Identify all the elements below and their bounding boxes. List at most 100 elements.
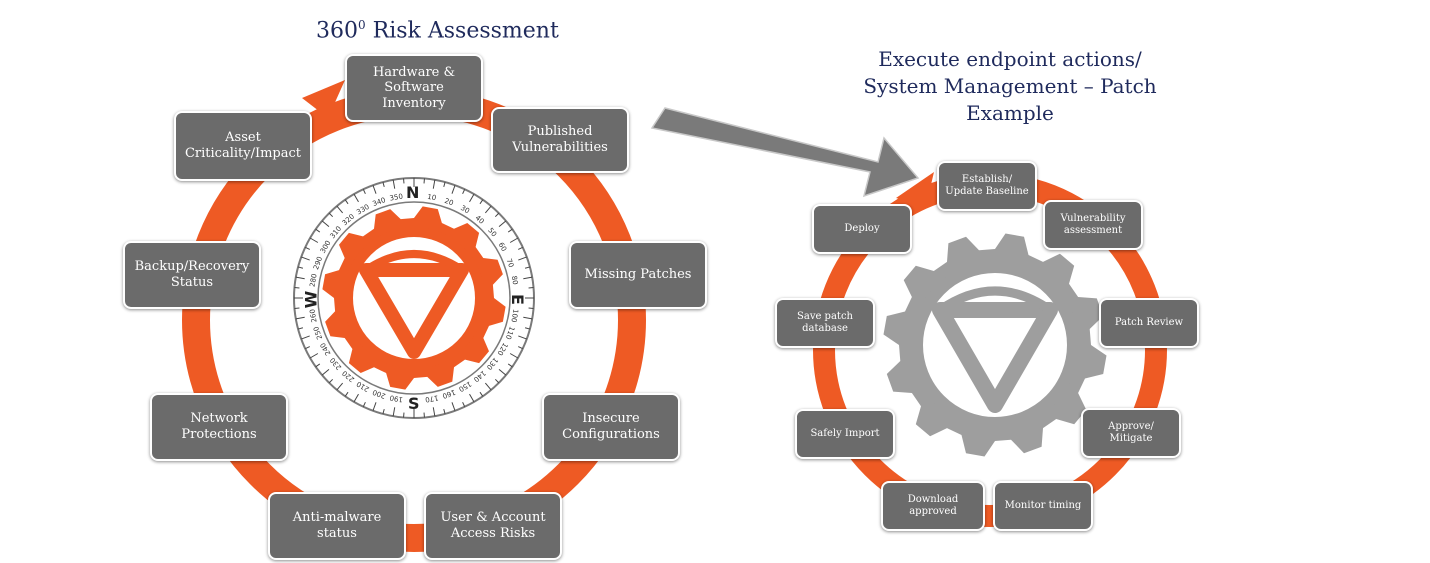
compass-tick	[518, 335, 527, 340]
right-item-approve-mitigate[interactable]: Approve/ Mitigate	[1081, 408, 1181, 458]
right-item-patch-review[interactable]: Patch Review	[1099, 298, 1199, 348]
compass-south-label: S	[408, 394, 420, 413]
right-item-monitor-timing[interactable]: Monitor timing	[993, 481, 1093, 531]
left-item-label: Backup/Recovery Status	[134, 259, 250, 290]
compass-degree-label: 30	[459, 204, 471, 215]
right-title: Execute endpoint actions/ System Managem…	[840, 46, 1180, 127]
compass-tick	[462, 189, 466, 194]
right-item-label: Save patch database	[797, 311, 853, 334]
compass-tick	[498, 220, 507, 228]
right-item-label: Patch Review	[1114, 317, 1184, 328]
left-item-label: Asset Criticality/Impact	[184, 130, 302, 161]
compass-tick	[484, 205, 492, 214]
compass-tick	[523, 276, 533, 280]
compass-tick	[295, 316, 305, 320]
compass-tick	[509, 353, 519, 359]
compass-tick	[328, 212, 334, 218]
left-item-insecure-configurations[interactable]: Insecure Configurations	[542, 393, 680, 461]
right-title-line2: System Management – Patch	[863, 74, 1157, 98]
compass-tick	[451, 185, 456, 194]
compass-tick	[484, 382, 492, 391]
left-item-missing-patches[interactable]: Missing Patches	[569, 241, 707, 309]
right-item-download-approved[interactable]: Download approved	[881, 481, 985, 531]
compass-tick	[297, 266, 304, 269]
left-title: 3600 Risk Assessment	[316, 18, 559, 43]
compass-tick	[462, 402, 466, 407]
right-item-save-patch-database[interactable]: Save patch database	[775, 298, 875, 348]
left-item-network-protections[interactable]: Network Protections	[150, 393, 288, 461]
compass-tick	[494, 212, 500, 218]
compass-west-label: W	[301, 290, 321, 309]
compass-tick	[362, 402, 366, 407]
compass-tick	[479, 391, 484, 397]
right-title-line3: Example	[966, 101, 1054, 125]
compass-tick	[328, 378, 334, 384]
right-item-safely-import[interactable]: Safely Import	[795, 409, 895, 459]
left-item-label: Published Vulnerabilities	[512, 124, 608, 155]
left-item-label: Network Protections	[181, 411, 257, 442]
compass-tick	[469, 393, 475, 403]
right-item-deploy[interactable]: Deploy	[812, 204, 912, 254]
left-gear-logo	[322, 206, 506, 390]
compass-tick	[309, 353, 319, 359]
right-item-establish-update-baseline[interactable]: Establish/ Update Baseline	[937, 161, 1037, 211]
inventory-connector-arrow	[650, 107, 920, 198]
compass-tick	[509, 237, 519, 243]
compass-tick	[382, 408, 385, 415]
compass-tick	[443, 408, 446, 415]
left-item-label: Insecure Configurations	[562, 411, 660, 442]
compass-degree-label: 170	[424, 393, 439, 403]
left-title-superscript: 0	[358, 18, 366, 32]
compass-tick	[295, 276, 305, 280]
left-item-anti-malware-status[interactable]: Anti-malware status	[268, 492, 406, 560]
left-title-number: 360	[316, 18, 358, 44]
left-item-asset-criticality-impact[interactable]: Asset Criticality/Impact	[174, 111, 312, 181]
compass-degree-label: 10	[427, 193, 437, 202]
left-item-label: Missing Patches	[584, 267, 692, 283]
compass-tick	[344, 199, 349, 205]
compass-tick	[382, 181, 385, 188]
right-item-label: Monitor timing	[1004, 500, 1082, 511]
compass-tick	[297, 327, 304, 330]
compass-tick	[353, 393, 359, 403]
compass-tick	[479, 199, 484, 205]
compass-degree-label: 50	[486, 226, 498, 238]
compass-tick	[507, 228, 513, 233]
compass-tick	[362, 189, 366, 194]
compass-tick	[518, 246, 523, 250]
compass-tick	[301, 256, 310, 261]
compass-degree-label: 100	[509, 308, 519, 323]
compass-tick	[372, 402, 377, 411]
right-item-label: Deploy	[844, 223, 880, 234]
compass-tick	[309, 237, 319, 243]
compass-tick	[432, 407, 436, 417]
compass-east-label: E	[507, 294, 527, 305]
left-item-user-account-access-risks[interactable]: User & Account Access Risks	[424, 492, 562, 560]
right-item-label: Safely Import	[810, 428, 880, 439]
compass-tick	[305, 246, 310, 250]
compass-tick	[315, 228, 321, 233]
right-item-label: Approve/ Mitigate	[1108, 421, 1154, 444]
right-item-label: Download approved	[907, 494, 959, 517]
compass-tick	[372, 185, 377, 194]
compass-degree-label: 350	[389, 192, 404, 202]
left-item-published-vulnerabilities[interactable]: Published Vulnerabilities	[491, 107, 629, 173]
right-title-line1: Execute endpoint actions/	[878, 47, 1142, 71]
left-title-rest: Risk Assessment	[365, 18, 559, 44]
compass-tick	[321, 368, 330, 376]
compass-degree-label: 20	[443, 197, 454, 208]
left-cycle-arrowhead	[302, 80, 345, 118]
compass-tick	[518, 256, 527, 261]
compass-tick	[336, 382, 344, 391]
left-item-label: Hardware & Software Inventory	[372, 64, 456, 111]
right-gear-logo	[883, 233, 1107, 457]
compass-tick	[524, 266, 531, 269]
left-item-hardware-software-inventory[interactable]: Hardware & Software Inventory	[345, 54, 483, 122]
compass-tick	[336, 205, 344, 214]
left-item-backup-recovery-status[interactable]: Backup/Recovery Status	[123, 241, 261, 309]
compass-tick	[315, 363, 321, 368]
compass-degree-label: 40	[474, 214, 486, 226]
right-item-vulnerability-assessment[interactable]: Vulnerability assessment	[1043, 200, 1143, 250]
compass-degree-label: 190	[389, 393, 404, 403]
